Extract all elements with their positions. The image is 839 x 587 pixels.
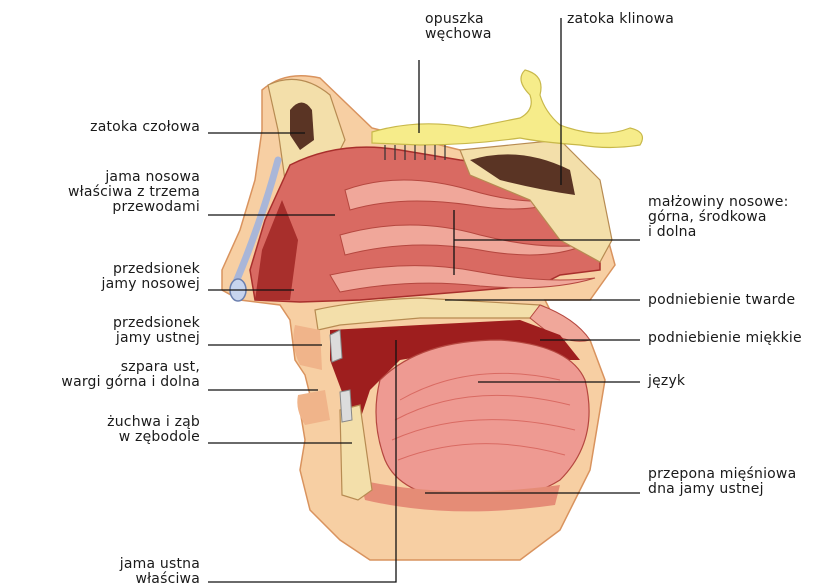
label-oral-fissure: szpara ust, wargi górna i dolna (0, 360, 200, 390)
label-nasal-cavity: jama nosowa właściwa z trzema przewodami (10, 170, 200, 215)
label-soft-palate: podniebienie miękkie (648, 331, 839, 346)
lower-tooth (340, 390, 352, 422)
label-mandible-tooth: żuchwa i ząb w zębodole (20, 415, 200, 445)
label-sphenoid-sinus: zatoka klinowa (567, 12, 697, 27)
label-hard-palate: podniebienie twarde (648, 293, 833, 308)
label-nasal-vestibule: przedsionek jamy nosowej (40, 262, 200, 292)
label-oral-cavity-proper: jama ustna właściwa (40, 557, 200, 587)
label-tongue: język (648, 374, 728, 389)
label-mouth-floor-muscle: przepona mięśniowa dna jamy ustnej (648, 467, 833, 497)
tongue (376, 340, 589, 501)
label-frontal-sinus: zatoka czołowa (40, 120, 200, 135)
label-olfactory-bulb: opuszka węchowa (425, 12, 515, 42)
olfactory-nerve (372, 70, 642, 148)
upper-tooth (330, 330, 342, 362)
lower-lip (297, 390, 330, 425)
label-nasal-conchae: małżowiny nosowe: górna, środkowa i doln… (648, 195, 833, 240)
label-oral-vestibule: przedsionek jamy ustnej (40, 316, 200, 346)
